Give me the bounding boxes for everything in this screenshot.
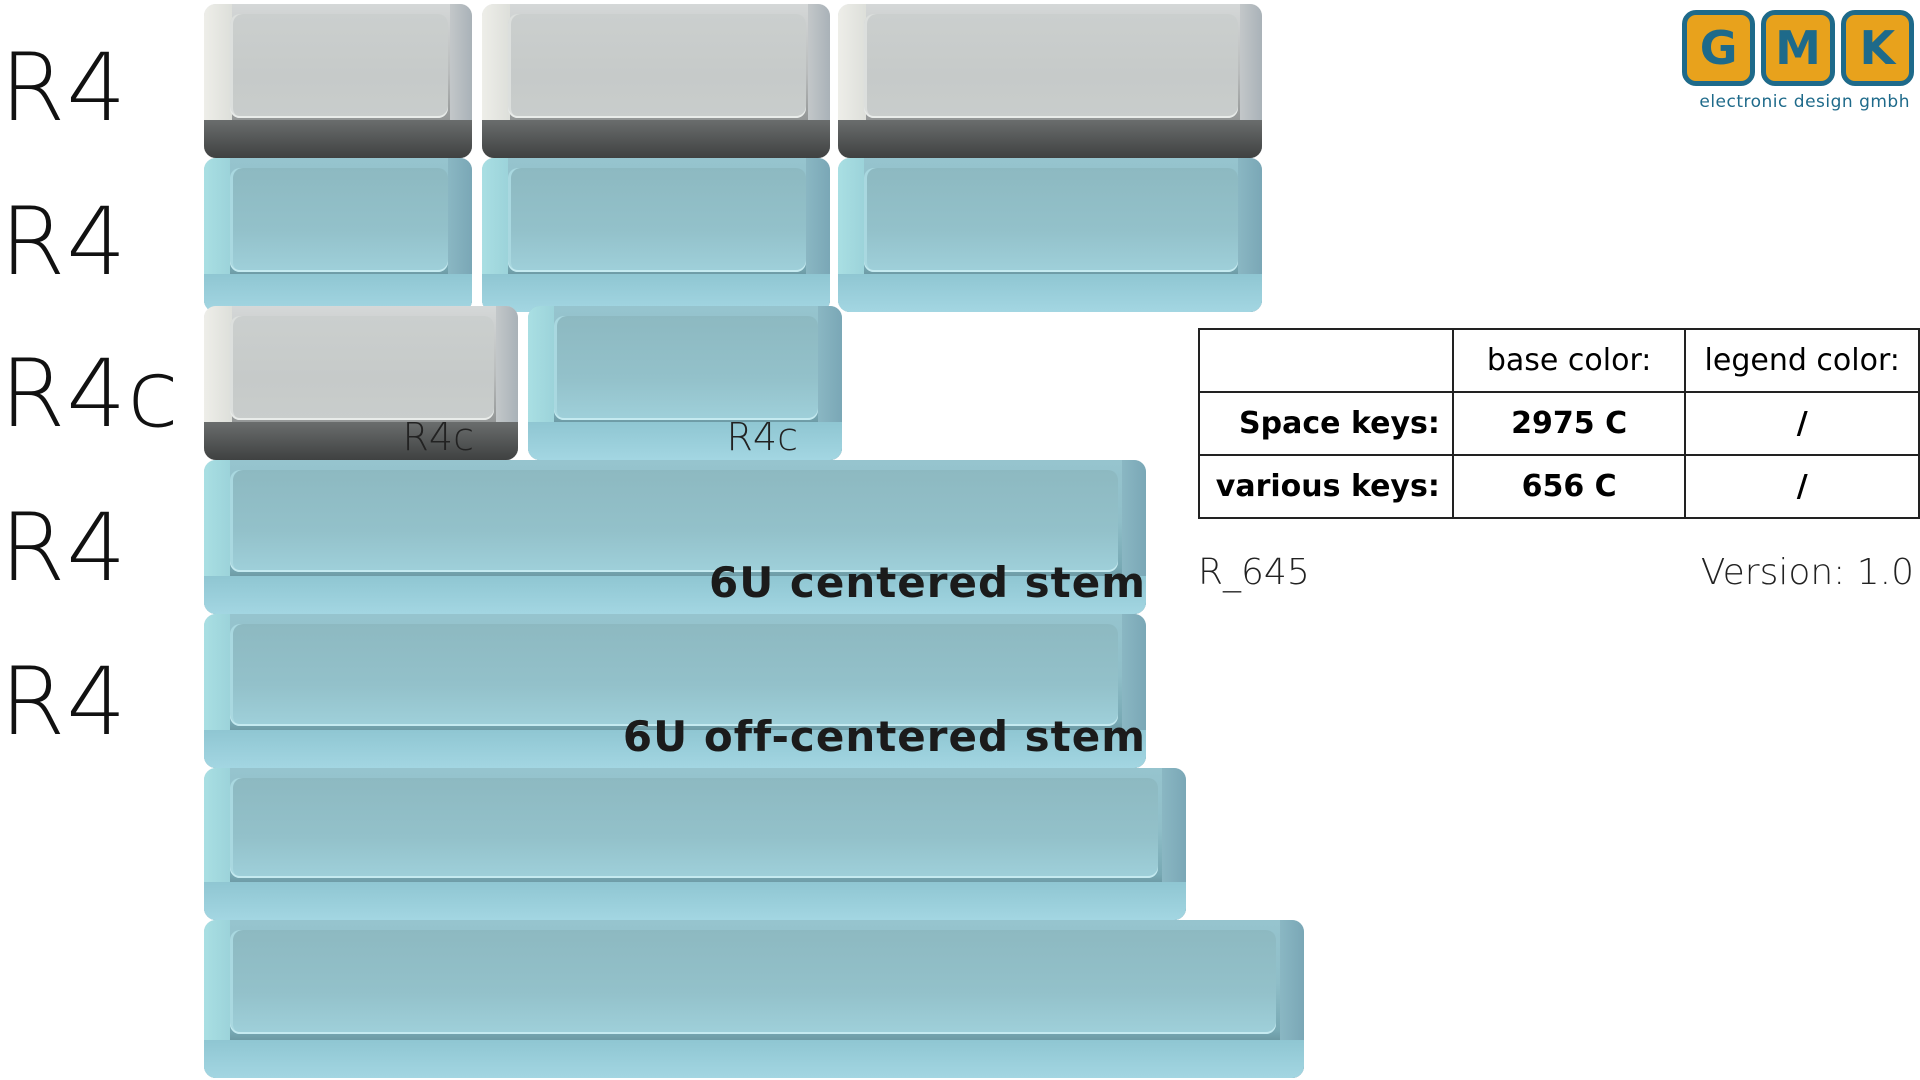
row-label-5: R4 (0, 648, 128, 757)
logo-letter-m: M (1761, 10, 1835, 86)
logo-letter-g: G (1682, 10, 1756, 86)
table-row-label: various keys: (1198, 454, 1454, 519)
footer-version: Version: 1.0 (1700, 552, 1914, 593)
keycap-blue-3 (838, 158, 1262, 312)
legend-r4c-gray: R4c (402, 415, 474, 459)
row-label-1: R4 (0, 34, 128, 143)
table-cell-base: 656 C (1451, 454, 1687, 519)
keycap-r4c-gray: R4c (204, 306, 518, 460)
table-header-row: base color: legend color: (1198, 328, 1920, 393)
logo-letter-k: K (1840, 10, 1914, 86)
table-header-base: base color: (1451, 328, 1687, 393)
spacebar-long-1 (204, 768, 1186, 920)
gmk-logo: G M K electronic design gmbh (1682, 10, 1914, 112)
keycap-blue-1 (204, 158, 472, 312)
keycap-gray-2 (482, 4, 830, 158)
color-info-table: base color: legend color: Space keys: 29… (1198, 328, 1920, 519)
logo-tagline: electronic design gmbh (1699, 92, 1910, 112)
keycap-gray-1 (204, 4, 472, 158)
table-cell-base: 2975 C (1451, 391, 1687, 456)
table-header-legend: legend color: (1684, 328, 1920, 393)
row-label-2: R4 (0, 188, 128, 297)
footer-code: R_645 (1198, 552, 1310, 593)
legend-r4c-blue: R4c (726, 415, 798, 459)
legend-6u-off-centered: 6U off-centered stem (622, 712, 1146, 761)
row-label-4: R4 (0, 494, 128, 603)
table-header-blank (1198, 328, 1454, 393)
table-row: various keys: 656 C / (1198, 454, 1920, 519)
legend-6u-centered: 6U centered stem (708, 558, 1146, 607)
table-cell-legend: / (1684, 391, 1920, 456)
table-row-label: Space keys: (1198, 391, 1454, 456)
spacebar-long-2 (204, 920, 1304, 1078)
spacebar-6u-centered: 6U centered stem (204, 460, 1146, 614)
keycap-r4c-blue: R4c (528, 306, 842, 460)
table-cell-legend: / (1684, 454, 1920, 519)
row-label-3: R4c (0, 340, 180, 449)
keycap-gray-3 (838, 4, 1262, 158)
table-row: Space keys: 2975 C / (1198, 391, 1920, 456)
spacebar-6u-off-centered: 6U off-centered stem (204, 614, 1146, 768)
keycap-blue-2 (482, 158, 830, 312)
